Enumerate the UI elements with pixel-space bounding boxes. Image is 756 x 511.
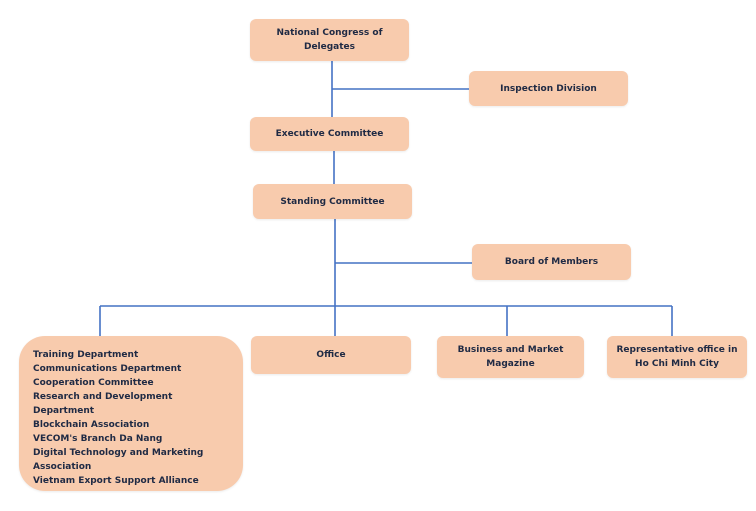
node-label: Inspection Division: [500, 83, 597, 94]
node-office: Office: [251, 336, 411, 374]
list-item: Digital Technology and Marketing Associa…: [33, 448, 204, 472]
list-item: VECOM's Branch Da Nang: [33, 434, 163, 444]
list-item: Research and Development Department: [33, 392, 173, 416]
node-label: Office: [316, 350, 346, 360]
list-item: Cooperation Committee: [33, 378, 154, 388]
departments-list: Training Department Communications Depar…: [33, 348, 231, 488]
node-label: Executive Committee: [275, 129, 384, 139]
node-departments-list: Training Department Communications Depar…: [19, 336, 243, 491]
list-item: Blockchain Association: [33, 420, 150, 430]
node-hcmc-representative-office: Representative office in Ho Chi Minh Cit…: [607, 336, 747, 378]
node-label: Board of Members: [504, 257, 599, 267]
node-standing-committee: Standing Committee: [253, 184, 412, 219]
list-item: Vietnam Export Support Alliance: [33, 476, 199, 486]
node-label: Representative office in Ho Chi Minh Cit…: [616, 345, 738, 369]
node-label: Standing Committee: [280, 196, 385, 207]
node-board-of-members: Board of Members: [472, 244, 631, 280]
node-business-market-magazine: Business and Market Magazine: [437, 336, 584, 378]
node-label: Business and Market Magazine: [457, 345, 564, 369]
node-national-congress: National Congress of Delegates: [250, 19, 409, 61]
node-inspection-division: Inspection Division: [469, 71, 628, 106]
list-item: Communications Department: [33, 364, 182, 374]
list-item: Training Department: [33, 350, 139, 360]
node-executive-committee: Executive Committee: [250, 117, 409, 151]
node-label: National Congress of Delegates: [276, 28, 383, 52]
